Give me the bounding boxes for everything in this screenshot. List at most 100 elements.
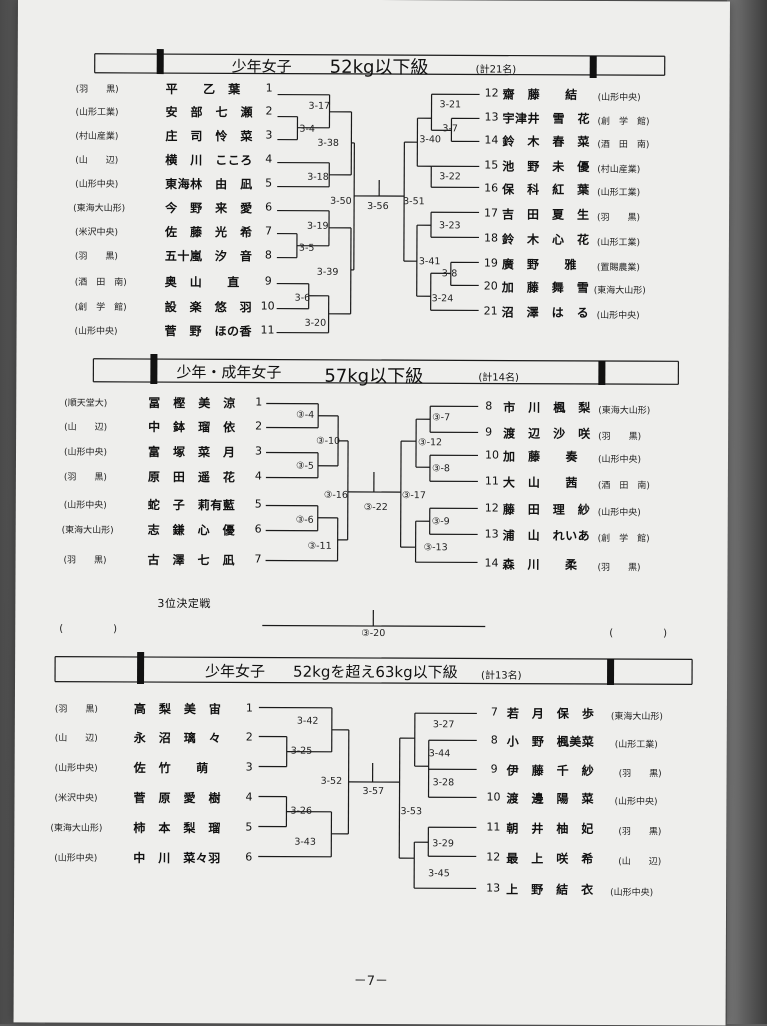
match-number: ③-16 — [324, 490, 348, 501]
entry-club: (村山産業) — [75, 129, 118, 142]
entry-club: (村山産業) — [597, 162, 640, 175]
entry-club: (山形中央) — [64, 498, 107, 511]
page-number: －7－ — [354, 970, 388, 989]
match-number: ③-11 — [308, 541, 332, 552]
entry-seed: 14 — [485, 556, 499, 569]
entry-club: (山 辺) — [618, 854, 661, 867]
entry-name: 朝 井 柚 妃 — [506, 820, 594, 837]
entry-seed: 8 — [485, 399, 492, 412]
match-number: 3-24 — [432, 293, 454, 304]
entry-seed: 9 — [485, 425, 492, 438]
entry-seed: 11 — [261, 324, 275, 337]
match-number: ③-8 — [432, 463, 450, 474]
entry-name: 鈴 木 春 菜 — [502, 133, 590, 150]
entry-club: (創 学 館) — [597, 114, 649, 127]
match-number: 3-19 — [307, 221, 329, 232]
entry-club: (羽 黒) — [598, 429, 641, 442]
section1-category: 少年女子 — [232, 55, 292, 76]
entry-name: 佐 藤 光 希 — [165, 223, 253, 240]
entry-name: 安 部 七 瀬 — [165, 103, 253, 120]
entry-seed: 2 — [246, 730, 253, 743]
entry-seed: 8 — [265, 249, 272, 262]
entry-seed: 12 — [486, 850, 500, 863]
entry-name: 中 川 菜々羽 — [133, 849, 221, 866]
entry-name: 吉 田 夏 生 — [502, 206, 590, 223]
match-number: 3-39 — [317, 267, 339, 278]
match-number: 3-7 — [442, 123, 458, 134]
entry-name: 市 川 楓 梨 — [503, 399, 591, 416]
entry-seed: 11 — [485, 474, 499, 487]
entry-club: (山形工業) — [75, 105, 118, 118]
entry-name: 志 鎌 心 優 — [148, 521, 236, 538]
entry-seed: 5 — [245, 820, 252, 833]
entry-club: (東海大山形) — [62, 523, 114, 536]
entry-name: 加 藤 舞 雪 — [502, 279, 590, 296]
entry-name: 小 野 楓美菜 — [507, 733, 595, 750]
entry-name: 浦 山 れいあ — [503, 527, 591, 544]
third-place-left-slot: ( ) — [59, 620, 117, 635]
entry-name: 庄 司 怜 菜 — [165, 127, 253, 144]
entry-name: 平 乙 葉 — [166, 80, 241, 97]
entry-seed: 12 — [485, 501, 499, 514]
entry-club: (山形中央) — [64, 445, 107, 458]
match-number: 3-23 — [439, 220, 461, 231]
entry-club: (山形中央) — [54, 851, 97, 864]
entry-club: (山形工業) — [597, 235, 640, 248]
entry-name: 原 田 遥 花 — [148, 468, 236, 485]
match-number: 3-44 — [429, 748, 451, 759]
match-number: 3-50 — [330, 196, 352, 207]
entry-name: 森 川 柔 — [503, 556, 578, 573]
entry-seed: 10 — [486, 790, 500, 803]
entry-club: (東海大山形) — [611, 709, 663, 722]
entry-name: 上 野 結 衣 — [506, 881, 594, 898]
entry-name: 大 山 茜 — [503, 474, 578, 491]
entry-club: (酒 田 南) — [597, 137, 649, 150]
match-number: 3-38 — [317, 138, 339, 149]
match-number: 3-29 — [432, 838, 454, 849]
entry-name: 渡 邊 陽 菜 — [506, 790, 594, 807]
match-number: 3-28 — [433, 777, 455, 788]
entry-club: (創 学 館) — [598, 531, 650, 544]
entry-name: 若 月 保 歩 — [507, 705, 595, 722]
entry-seed: 7 — [265, 225, 272, 238]
entry-club: (山 辺) — [64, 420, 107, 433]
entry-club: (酒 田 南) — [598, 478, 650, 491]
match-number: 3-5 — [299, 243, 315, 254]
match-number: 3-45 — [428, 868, 450, 879]
entry-seed: 4 — [255, 469, 262, 482]
entry-name: 冨 樫 美 涼 — [148, 394, 236, 411]
entry-club: (羽 黒) — [64, 470, 107, 483]
entry-seed: 15 — [484, 158, 498, 171]
match-number: 3-53 — [400, 806, 422, 817]
entry-name: 永 沼 璃 々 — [134, 729, 222, 746]
entry-club: (山形中央) — [75, 324, 118, 337]
entry-seed: 8 — [491, 734, 498, 747]
entry-name: 沼 澤 は る — [502, 304, 590, 321]
entry-seed: 13 — [485, 527, 499, 540]
match-number: 3-25 — [291, 746, 313, 757]
entry-club: (山形工業) — [597, 185, 640, 198]
entry-seed: 1 — [246, 701, 253, 714]
section3-category: 少年女子 — [205, 660, 265, 681]
match-number: ③-9 — [432, 516, 450, 527]
entry-club: (羽 黒) — [619, 766, 662, 779]
entry-name: 菅 原 愛 樹 — [133, 789, 221, 806]
entry-seed: 17 — [484, 206, 498, 219]
third-place-right-slot: ( ) — [609, 624, 667, 639]
entry-name: 加 藤 奏 — [503, 448, 578, 465]
entry-seed: 13 — [486, 881, 500, 894]
entry-club: (酒 田 南) — [75, 275, 127, 288]
match-number: 3-52 — [321, 776, 343, 787]
entry-seed: 5 — [265, 177, 272, 190]
entry-seed: 14 — [484, 133, 498, 146]
entry-seed: 11 — [486, 820, 500, 833]
entry-name: 今 野 来 愛 — [165, 199, 253, 216]
third-place-match-number: ③-20 — [361, 628, 385, 639]
match-number: 3-57 — [363, 786, 385, 797]
entry-club: (米沢中央) — [54, 791, 97, 804]
entry-club: (山 辺) — [75, 153, 118, 166]
match-number: 3-17 — [309, 101, 331, 112]
match-number: ③-7 — [432, 412, 450, 423]
entry-name: 保 科 紅 葉 — [502, 181, 590, 198]
